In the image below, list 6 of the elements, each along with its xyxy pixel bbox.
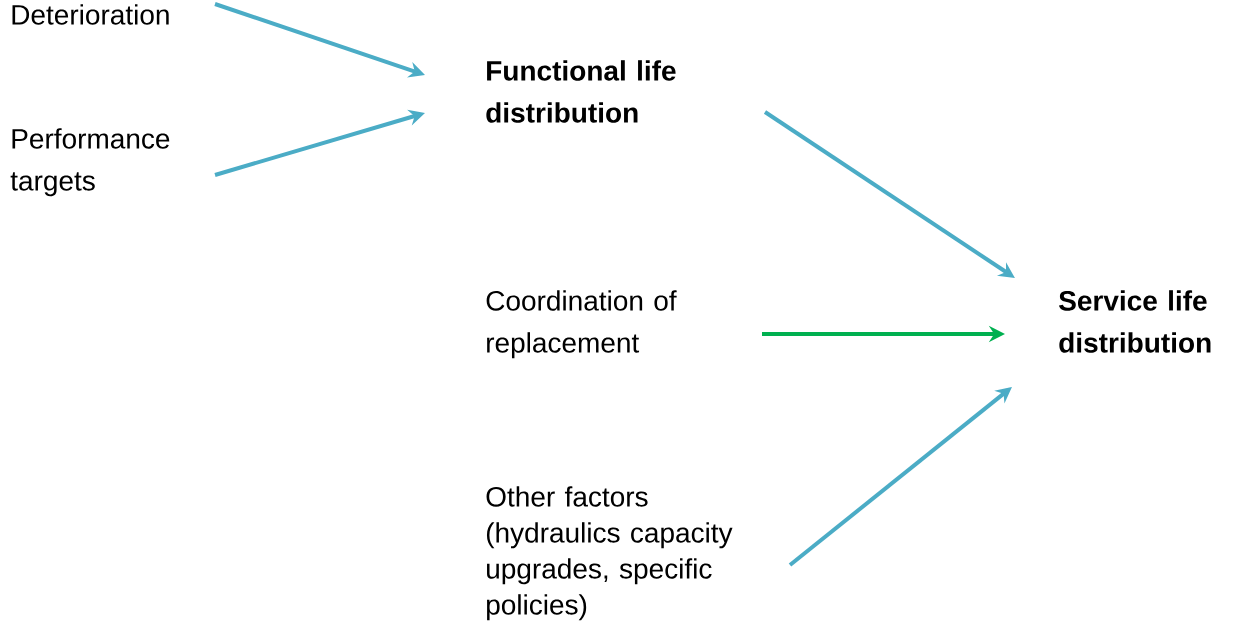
node-text: Performance targets [10,128,170,197]
node-text: Other factors (hydraulics capacity upgrades, specific policies) [486,486,733,621]
node-text: Service life distribution [1059,290,1211,353]
node-text: Deterioration [12,4,169,25]
node-text: Functional life distribution [486,60,676,123]
node-text: Coordination of replacement [486,290,677,359]
